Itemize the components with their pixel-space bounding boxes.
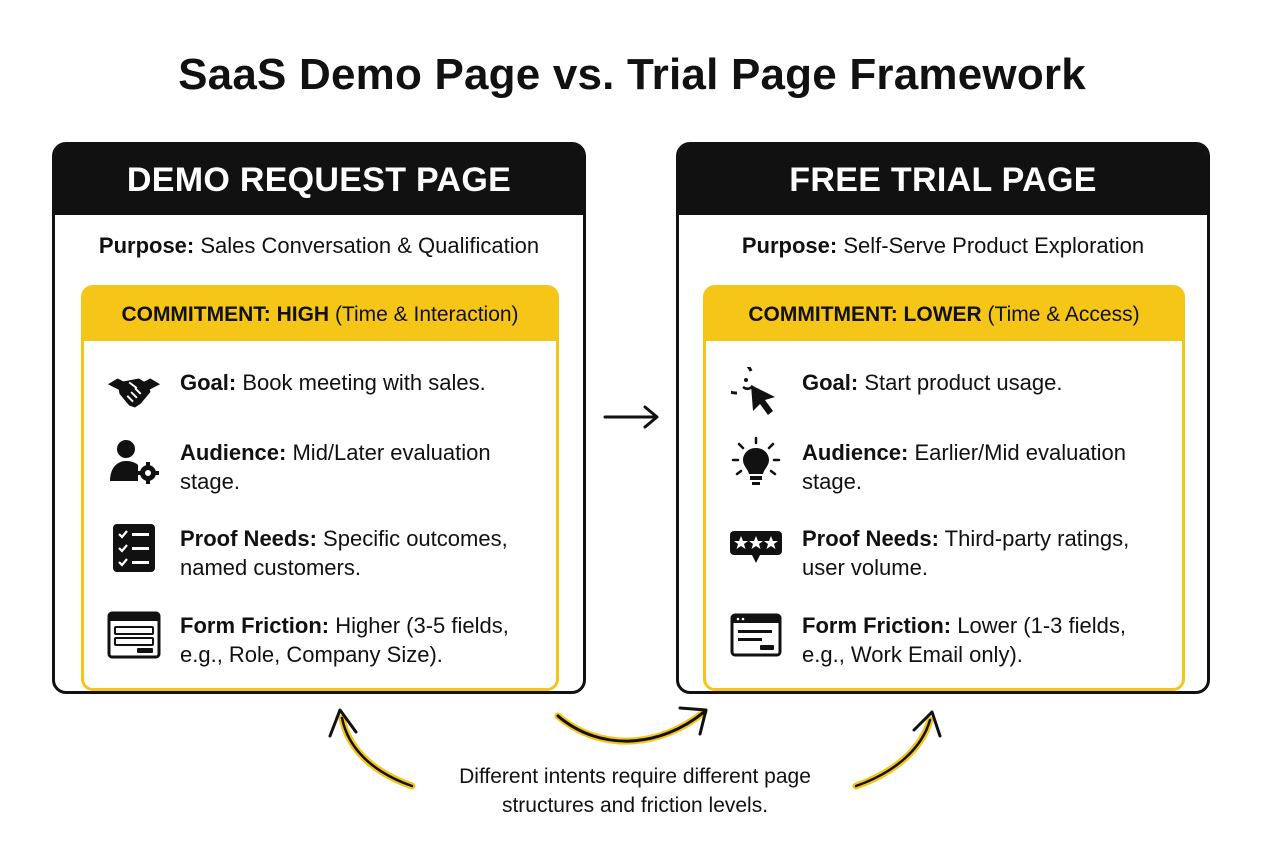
trial-form-label: Form Friction:: [802, 613, 952, 638]
footer-note-line2: structures and friction levels.: [501, 794, 769, 817]
form-icon: [106, 611, 162, 659]
lightbulb-icon: [728, 436, 784, 486]
trial-purpose-value: Self-Serve Product Exploration: [843, 233, 1145, 258]
demo-commitment-label: COMMITMENT: HIGH: [121, 302, 330, 326]
demo-panel-header: DEMO REQUEST PAGE: [55, 145, 583, 215]
trial-commitment-label: COMMITMENT: LOWER: [748, 302, 982, 326]
star-rating-icon: [728, 524, 784, 572]
middle-curved-arrow-icon: [554, 706, 708, 745]
demo-goal-item: Goal: Book meeting with sales.: [106, 368, 546, 416]
demo-goal-label: Goal:: [180, 370, 237, 395]
trial-purpose: Purpose: Self-Serve Product Exploration: [679, 233, 1207, 259]
trial-form-item: Form Friction: Lower (1-3 fields, e.g., …: [728, 611, 1168, 669]
demo-form-item: Form Friction: Higher (3-5 fields, e.g.,…: [106, 611, 546, 669]
footer-note: Different intents require different page…: [420, 762, 850, 820]
trial-panel-header: FREE TRIAL PAGE: [679, 145, 1207, 215]
trial-proof-label: Proof Needs:: [802, 526, 939, 551]
demo-purpose-value: Sales Conversation & Qualification: [200, 233, 540, 258]
footer-note-line1: Different intents require different page: [459, 765, 811, 788]
demo-form-label: Form Friction:: [180, 613, 330, 638]
demo-audience-text: Mid/Later evaluation stage.: [180, 440, 491, 494]
demo-goal-text: Book meeting with sales.: [242, 370, 486, 395]
demo-commitment-header: COMMITMENT: HIGH (Time & Interaction): [84, 288, 556, 341]
demo-purpose: Purpose: Sales Conversation & Qualificat…: [55, 233, 583, 259]
trial-audience-text: Earlier/Mid evaluation stage.: [802, 440, 1127, 494]
trial-audience-label: Audience:: [802, 440, 909, 465]
page-title: SaaS Demo Page vs. Trial Page Framework: [178, 50, 1086, 99]
trial-proof-item: Proof Needs: Third-party ratings, user v…: [728, 524, 1168, 582]
right-arrow-icon: [603, 404, 661, 435]
demo-purpose-label: Purpose:: [98, 233, 195, 258]
trial-goal-label: Goal:: [802, 370, 859, 395]
demo-proof-item: Proof Needs: Specific outcomes, named cu…: [106, 524, 546, 582]
left-curved-arrow-icon: [328, 708, 416, 790]
form-icon: [728, 611, 784, 659]
trial-proof-text: Third-party ratings, user volume.: [802, 526, 1130, 580]
cursor-click-icon: [728, 367, 784, 416]
checklist-icon: [106, 524, 162, 572]
demo-audience-label: Audience:: [180, 440, 287, 465]
demo-proof-label: Proof Needs:: [180, 526, 317, 551]
handshake-icon: [106, 368, 162, 416]
demo-commitment-box: COMMITMENT: HIGH (Time & Interaction) Go…: [81, 285, 559, 691]
demo-commitment-detail: (Time & Interaction): [334, 302, 519, 326]
trial-audience-item: Audience: Earlier/Mid evaluation stage.: [728, 436, 1168, 496]
trial-commitment-header: COMMITMENT: LOWER (Time & Access): [706, 288, 1182, 341]
demo-proof-text: Specific outcomes, named customers.: [180, 526, 508, 580]
demo-audience-item: Audience: Mid/Later evaluation stage.: [106, 438, 546, 496]
trial-form-text: Lower (1-3 fields, e.g., Work Email only…: [802, 613, 1126, 667]
user-gear-icon: [106, 438, 162, 486]
trial-commitment-box: COMMITMENT: LOWER (Time & Access) Goal: …: [703, 285, 1185, 691]
trial-goal-item: Goal: Start product usage.: [728, 367, 1168, 416]
right-curved-arrow-icon: [852, 710, 942, 790]
demo-request-panel: DEMO REQUEST PAGE Purpose: Sales Convers…: [52, 142, 586, 694]
demo-form-text: Higher (3-5 fields, e.g., Role, Company …: [180, 613, 509, 667]
free-trial-panel: FREE TRIAL PAGE Purpose: Self-Serve Prod…: [676, 142, 1210, 694]
trial-purpose-label: Purpose:: [741, 233, 838, 258]
trial-goal-text: Start product usage.: [864, 370, 1063, 395]
trial-commitment-detail: (Time & Access): [987, 302, 1140, 326]
